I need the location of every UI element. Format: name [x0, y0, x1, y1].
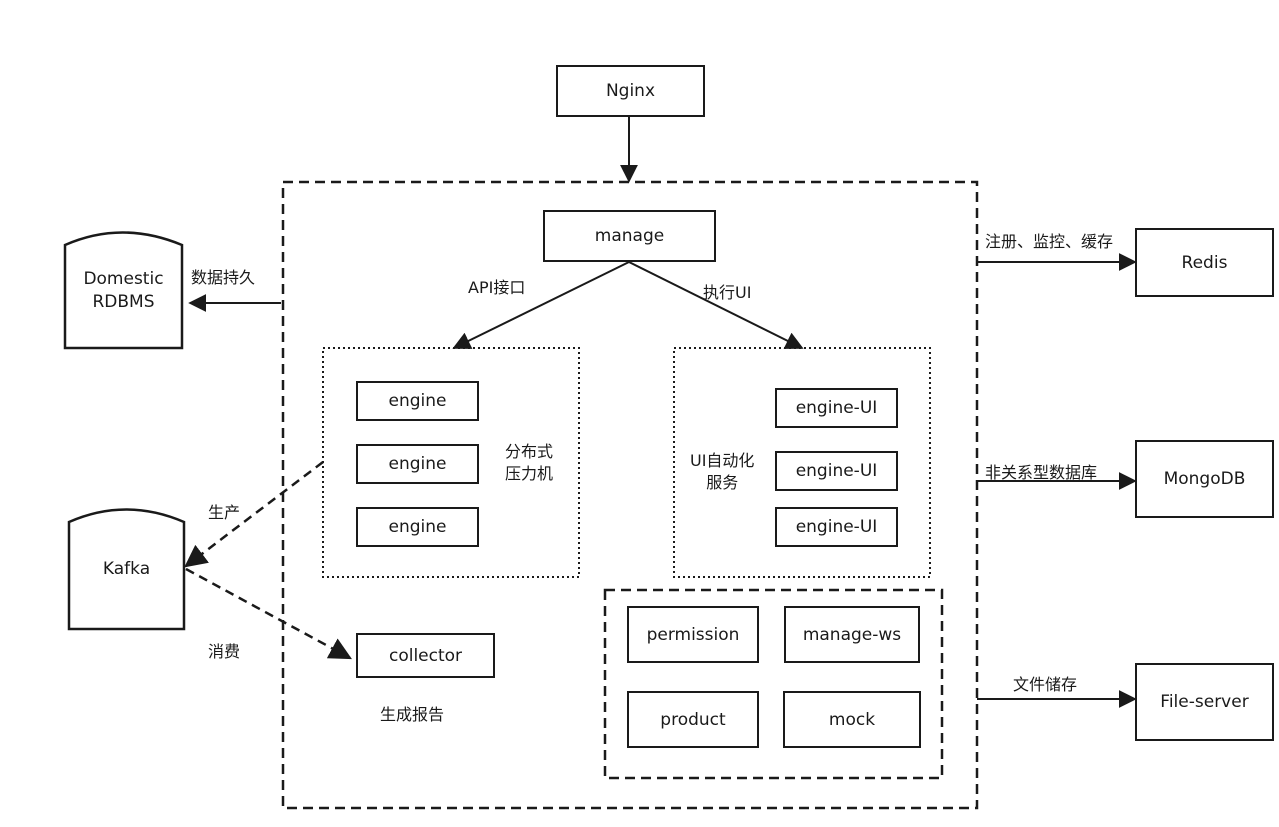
engine-node[interactable]: engine: [356, 381, 479, 421]
file-server-label: File-server: [1160, 692, 1249, 712]
manage-label: manage: [594, 226, 665, 246]
nginx-node[interactable]: Nginx: [556, 65, 705, 117]
permission-node[interactable]: permission: [627, 606, 759, 663]
kafka-node[interactable]: Kafka: [69, 558, 184, 583]
edge-label-redis: 注册、监控、缓存: [985, 232, 1114, 251]
engine-node[interactable]: engine: [356, 507, 479, 547]
file-server-node[interactable]: File-server: [1135, 663, 1274, 741]
product-node[interactable]: product: [627, 691, 759, 748]
engine-ui-label: engine-UI: [795, 461, 878, 481]
services-group-boundary: [603, 588, 944, 780]
engine-node[interactable]: engine: [356, 444, 479, 484]
mock-label: mock: [828, 709, 876, 730]
edge-label-report: 生成报告: [380, 705, 445, 724]
edge-label-mongodb: 非关系型数据库: [985, 463, 1098, 482]
rdbms-node[interactable]: Domestic RDBMS: [65, 268, 182, 318]
redis-label: Redis: [1181, 252, 1228, 273]
ui-group-label: UI自动化服务: [690, 451, 755, 492]
edge-label-persist: 数据持久: [191, 268, 256, 287]
edge-label-exec-ui: 执行UI: [703, 283, 752, 302]
system-boundary: [281, 180, 979, 810]
engine-label: engine: [388, 454, 447, 474]
kafka-label: Kafka: [102, 559, 151, 579]
edge-label-produce: 生产: [208, 503, 241, 522]
rdbms-label-line2: RDBMS: [92, 292, 155, 312]
edge-label-api: API接口: [468, 278, 526, 297]
edge-produce: [184, 461, 324, 568]
edge-consume: [185, 567, 352, 660]
edge-api: [452, 261, 630, 349]
edge-label-consume: 消费: [208, 642, 241, 661]
engine-ui-node[interactable]: engine-UI: [775, 388, 898, 428]
manage-ws-node[interactable]: manage-ws: [784, 606, 920, 663]
collector-label: collector: [388, 645, 463, 666]
manage-node[interactable]: manage: [543, 210, 716, 262]
engine-ui-label: engine-UI: [795, 517, 878, 537]
redis-node[interactable]: Redis: [1135, 228, 1274, 297]
nginx-label: Nginx: [605, 81, 656, 101]
engine-label: engine: [388, 391, 447, 411]
engine-label: engine: [388, 517, 447, 537]
mongodb-node[interactable]: MongoDB: [1135, 440, 1274, 518]
rdbms-shape: [63, 231, 184, 350]
edge-exec-ui: [628, 261, 804, 349]
manage-ws-label: manage-ws: [802, 624, 902, 645]
ui-group-boundary: [673, 347, 931, 578]
stress-group-label: 分布式压力机: [505, 442, 554, 483]
engine-ui-node[interactable]: engine-UI: [775, 507, 898, 547]
engine-ui-label: engine-UI: [795, 398, 878, 418]
permission-label: permission: [646, 624, 740, 645]
edge-label-file: 文件储存: [1013, 675, 1078, 694]
mock-node[interactable]: mock: [783, 691, 921, 748]
kafka-shape: [67, 508, 186, 631]
engine-ui-node[interactable]: engine-UI: [775, 451, 898, 491]
mongodb-label: MongoDB: [1163, 469, 1246, 489]
rdbms-label-line1: Domestic: [83, 269, 164, 289]
product-label: product: [660, 709, 726, 730]
collector-node[interactable]: collector: [356, 633, 495, 678]
